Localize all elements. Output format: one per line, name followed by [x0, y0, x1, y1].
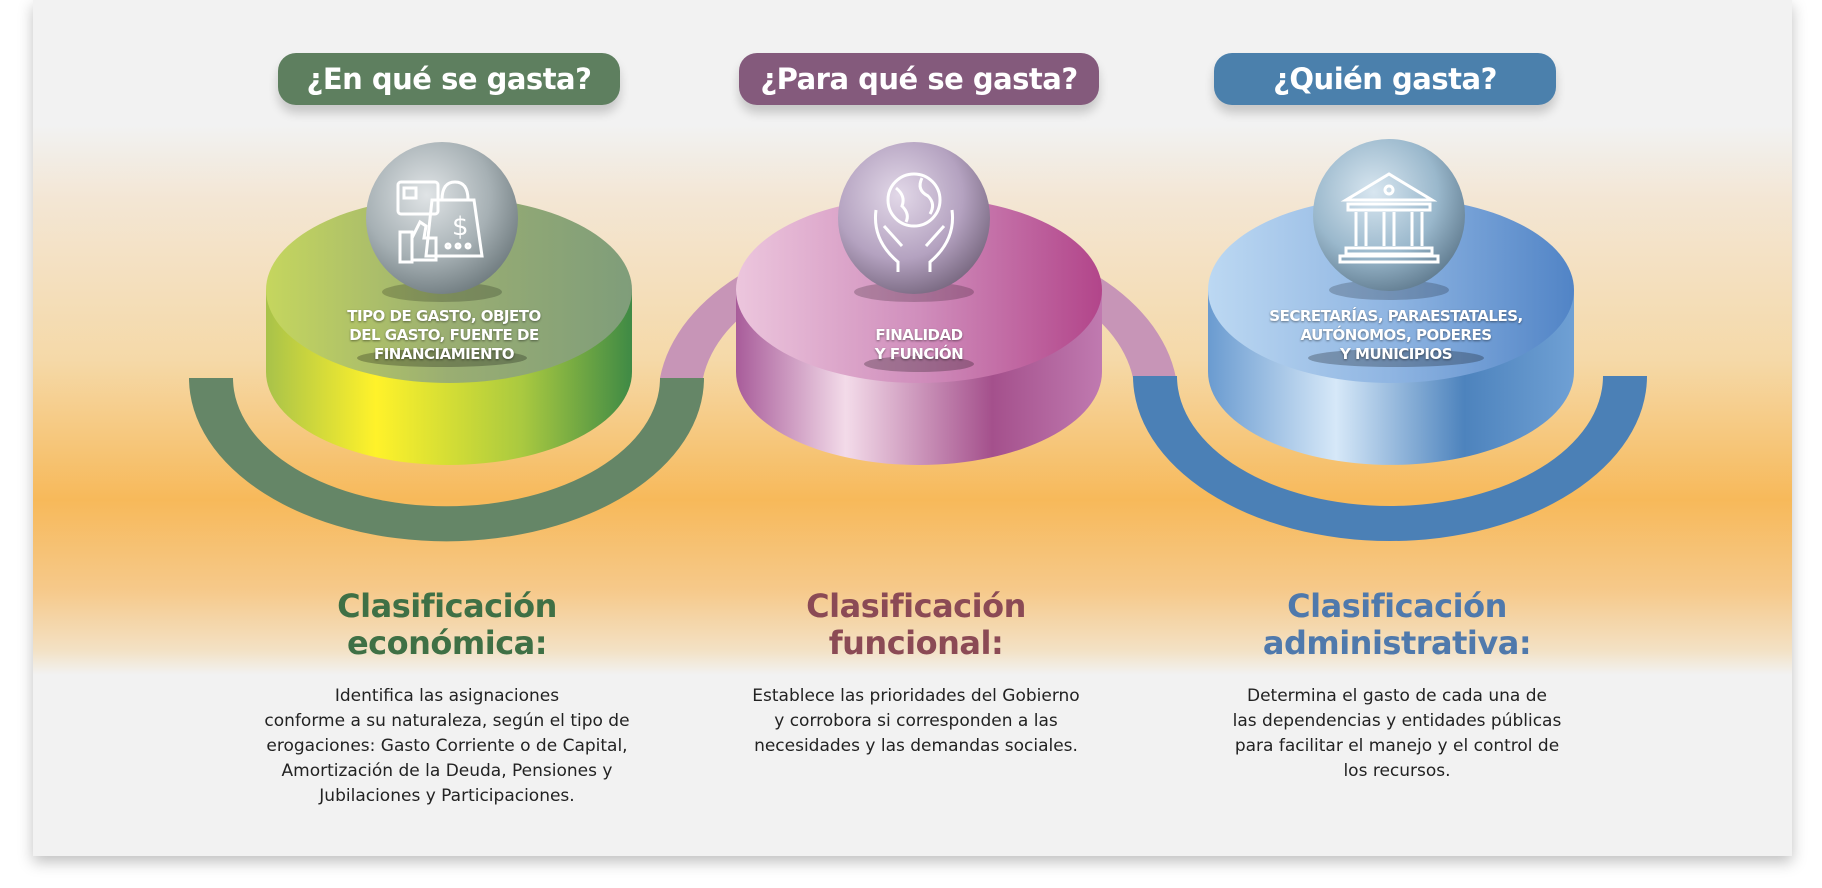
cylinder-label-administrative: SECRETARÍAS, PARAESTATALES, AUTÓNOMOS, P…	[1246, 307, 1546, 364]
label-line: AUTÓNOMOS, PODERES	[1300, 326, 1492, 344]
question-pill-administrative: ¿Quién gasta?	[1214, 53, 1556, 105]
title-line: Clasificación	[806, 587, 1026, 625]
label-line: TIPO DE GASTO, OBJETO	[347, 307, 541, 325]
desc-line: Jubilaciones y Participaciones.	[319, 786, 575, 806]
cylinder-label-functional: FINALIDAD Y FUNCIÓN	[784, 326, 1054, 364]
title-functional: Clasificación funcional:	[706, 588, 1126, 662]
title-line: Clasificación	[1287, 587, 1507, 625]
question-pill-functional: ¿Para qué se gasta?	[739, 53, 1099, 105]
desc-line: necesidades y las demandas sociales.	[754, 736, 1078, 756]
title-line: funcional:	[828, 624, 1004, 662]
title-economic: Clasificación económica:	[237, 588, 657, 662]
question-pill-economic: ¿En qué se gasta?	[278, 53, 620, 105]
title-administrative: Clasificación administrativa:	[1187, 588, 1607, 662]
blue-arc	[1133, 376, 1647, 541]
description-economic: Identifica las asignaciones conforme a s…	[237, 684, 657, 809]
label-line: DEL GASTO, FUENTE DE	[349, 326, 539, 344]
desc-line: erogaciones: Gasto Corriente o de Capita…	[266, 736, 628, 756]
desc-line: Amortización de la Deuda, Pensiones y	[281, 761, 613, 781]
label-line: Y FUNCIÓN	[874, 345, 964, 363]
description-administrative: Determina el gasto de cada una de las de…	[1187, 684, 1607, 784]
desc-line: Determina el gasto de cada una de	[1246, 686, 1547, 706]
title-line: Clasificación	[337, 587, 557, 625]
desc-line: los recursos.	[1343, 761, 1451, 781]
title-line: administrativa:	[1262, 624, 1532, 662]
government-building-icon	[1313, 139, 1465, 300]
desc-line: Establece las prioridades del Gobierno	[752, 686, 1080, 706]
globe-hands-icon	[838, 142, 990, 302]
description-functional: Establece las prioridades del Gobierno y…	[706, 684, 1126, 759]
label-line: FINALIDAD	[875, 326, 963, 344]
cylinder-label-economic: TIPO DE GASTO, OBJETO DEL GASTO, FUENTE …	[309, 307, 579, 364]
desc-line: para facilitar el manejo y el control de	[1234, 736, 1560, 756]
desc-line: conforme a su naturaleza, según el tipo …	[264, 711, 630, 731]
label-line: Y MUNICIPIOS	[1339, 345, 1453, 363]
title-line: económica:	[346, 624, 548, 662]
desc-line: las dependencias y entidades públicas	[1232, 711, 1562, 731]
desc-line: Identifica las asignaciones	[334, 686, 560, 706]
desc-line: y corrobora si corresponden a las	[774, 711, 1058, 731]
green-arc	[189, 378, 704, 542]
label-line: SECRETARÍAS, PARAESTATALES,	[1269, 307, 1523, 325]
shopping-bag-dollar-icon: $	[366, 142, 518, 302]
svg-text:$: $	[452, 212, 469, 242]
label-line: FINANCIAMIENTO	[373, 345, 515, 363]
